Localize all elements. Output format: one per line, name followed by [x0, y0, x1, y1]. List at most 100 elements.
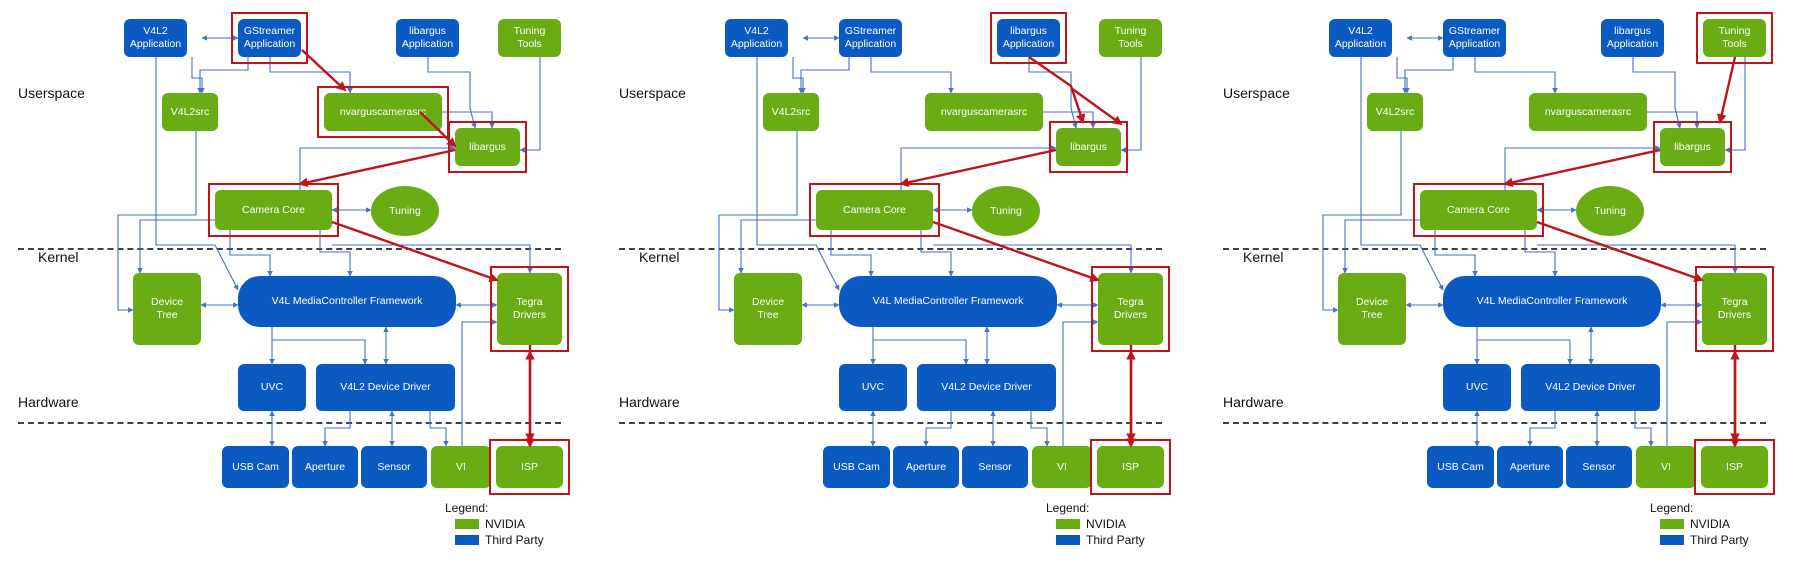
connector-line — [1360, 57, 1444, 291]
block-nvarguscamerasrc: nvarguscamerasrc — [1529, 93, 1647, 131]
legend-title: Legend: — [1650, 501, 1694, 515]
connector-line — [1634, 411, 1654, 447]
legend-label: NVIDIA — [1690, 517, 1731, 531]
layer-label-kernel: Kernel — [1243, 249, 1284, 265]
layer-label-hardware: Hardware — [619, 394, 680, 410]
block-tuning-tools: Tuning Tools — [1703, 19, 1766, 57]
legend-item: Third Party — [1660, 533, 1749, 547]
connector-line — [1504, 145, 1661, 190]
block-uvc: UVC — [839, 364, 907, 411]
block-v4l2-app: V4L2 Application — [725, 19, 788, 57]
layer-label-userspace: Userspace — [619, 85, 686, 101]
layer-separator — [18, 248, 561, 250]
connector-line — [1632, 57, 1682, 129]
connector-line — [191, 57, 205, 94]
block-v4l2-device-driver: V4L2 Device Driver — [316, 364, 455, 411]
connector-line — [229, 230, 273, 277]
connector-line — [1322, 131, 1402, 313]
connector-line — [1342, 219, 1420, 274]
highlighted-path-arrow — [1717, 56, 1737, 124]
block-aperture: Aperture — [292, 446, 358, 488]
connector-line — [1477, 339, 1573, 365]
block-gstreamer-app: GStreamer Application — [1443, 19, 1506, 57]
connector-line — [319, 230, 353, 277]
connector-line — [920, 230, 954, 277]
legend-item: Third Party — [1056, 533, 1145, 547]
connector-line — [870, 57, 954, 94]
connector-line — [792, 57, 806, 94]
connector-line — [137, 219, 215, 274]
block-gstreamer-app: GStreamer Application — [839, 19, 902, 57]
connector-line — [756, 57, 840, 291]
legend-swatch — [1660, 535, 1684, 545]
layer-label-hardware: Hardware — [1223, 394, 1284, 410]
block-tuning-tools: Tuning Tools — [498, 19, 561, 57]
connector-line — [1062, 319, 1099, 446]
block-gstreamer-app: GStreamer Application — [238, 19, 301, 57]
layer-label-userspace: Userspace — [1223, 85, 1290, 101]
connector-line — [830, 230, 874, 277]
block-isp: ISP — [1097, 446, 1164, 488]
connector-line — [1524, 230, 1558, 277]
highlighted-path — [298, 49, 535, 448]
block-isp: ISP — [496, 446, 563, 488]
layer-label-kernel: Kernel — [38, 249, 79, 265]
block-nvarguscamerasrc: nvarguscamerasrc — [925, 93, 1043, 131]
connector-line — [269, 57, 353, 94]
block-sensor: Sensor — [361, 446, 427, 488]
block-vi: VI — [431, 446, 491, 488]
connector-line — [299, 145, 456, 190]
connector-line — [117, 131, 197, 313]
connector-line — [1396, 57, 1410, 94]
block-vi: VI — [1032, 446, 1092, 488]
connector-line — [900, 145, 1057, 190]
block-aperture: Aperture — [1497, 446, 1563, 488]
block-v4l2-device-driver: V4L2 Device Driver — [1521, 364, 1660, 411]
block-aperture: Aperture — [893, 446, 959, 488]
block-sensor: Sensor — [962, 446, 1028, 488]
connector-line — [1474, 57, 1558, 94]
legend-item: NVIDIA — [1660, 517, 1730, 531]
layer-label-hardware: Hardware — [18, 394, 79, 410]
block-nvarguscamerasrc: nvarguscamerasrc — [324, 93, 442, 131]
block-v4l2src: V4L2src — [1367, 93, 1423, 131]
connector-line — [1434, 230, 1478, 277]
legend-title: Legend: — [1046, 501, 1090, 515]
layer-label-kernel: Kernel — [639, 249, 680, 265]
block-v4l2-app: V4L2 Application — [124, 19, 187, 57]
block-vi: VI — [1636, 446, 1696, 488]
connector-line — [1028, 57, 1078, 129]
legend-swatch — [455, 519, 479, 529]
highlighted-path — [1503, 56, 1740, 448]
connector-line — [1030, 411, 1050, 447]
block-libargus-app: libargus Application — [997, 19, 1060, 57]
connector-line — [429, 411, 449, 447]
connector-line — [1527, 411, 1556, 447]
layer-separator — [1223, 248, 1766, 250]
block-libargus: libargus — [1056, 128, 1121, 166]
legend-swatch — [1056, 519, 1080, 529]
legend-item: Third Party — [455, 533, 544, 547]
block-isp: ISP — [1701, 446, 1768, 488]
legend-label: NVIDIA — [1086, 517, 1127, 531]
block-device-tree: Device Tree — [1338, 273, 1406, 345]
block-v4l2src: V4L2src — [162, 93, 218, 131]
connector-line — [1666, 319, 1703, 446]
block-usb-cam: USB Cam — [222, 446, 289, 488]
highlighted-path — [899, 56, 1136, 448]
legend-swatch — [1056, 535, 1080, 545]
connector-line — [923, 411, 952, 447]
block-camera-core: Camera Core — [215, 190, 332, 230]
layer-separator — [619, 422, 1162, 424]
block-sensor: Sensor — [1566, 446, 1632, 488]
legend-swatch — [455, 535, 479, 545]
block-usb-cam: USB Cam — [823, 446, 890, 488]
legend-label: Third Party — [1690, 533, 1749, 547]
block-tuning-tools: Tuning Tools — [1099, 19, 1162, 57]
block-tegra-drivers: Tegra Drivers — [1702, 273, 1767, 345]
block-libargus: libargus — [1660, 128, 1725, 166]
block-device-tree: Device Tree — [133, 273, 201, 345]
